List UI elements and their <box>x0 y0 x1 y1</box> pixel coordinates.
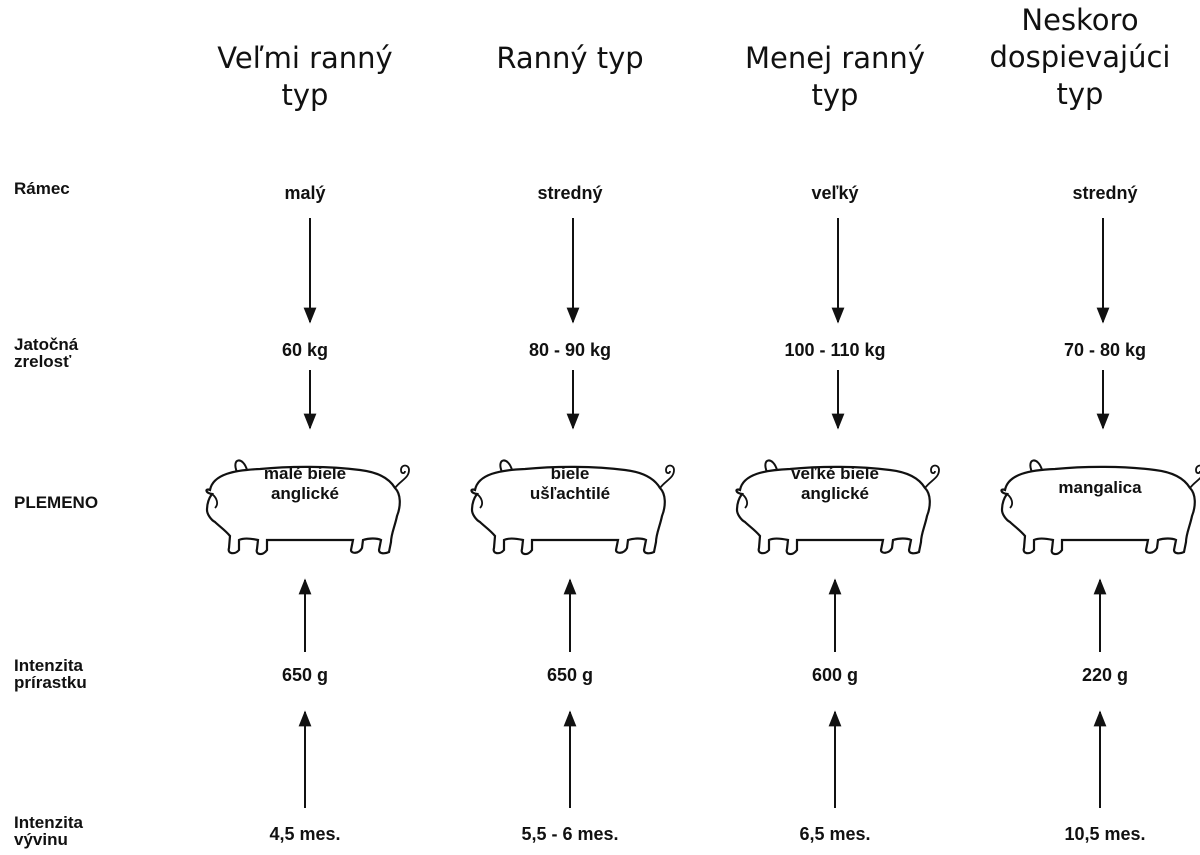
column-header-3: Menej ranný typ <box>715 40 955 114</box>
col1-ramec-value: malý <box>284 183 326 203</box>
col1-plemeno-line-2: anglické <box>270 484 340 503</box>
col1-jatocna-zrelost-value: 60 kg <box>281 340 329 360</box>
column-header-2-line-1: Ranný typ <box>496 41 644 75</box>
column-header-4-line-1: Neskoro <box>1021 3 1139 37</box>
row-label-jatocna-zrelost-line-2: zrelosť <box>14 352 72 371</box>
pig-outline-icon <box>1000 459 1200 556</box>
row-label-intenzita-prirastku-line-2: prírastku <box>14 673 87 692</box>
col3-plemeno-line-2: anglické <box>800 484 870 503</box>
col4-intenzita-prirastku-value: 220 g <box>1081 665 1129 685</box>
row-label-intenzita-vyvinu-line-1: Intenzita <box>14 813 83 832</box>
column-header-4: Neskoro dospievajúci typ <box>960 2 1200 113</box>
col2-plemeno-line-2: ušľachtilé <box>529 484 611 503</box>
row-label-jatocna-zrelost-line-1: Jatočná <box>14 335 79 354</box>
col2-intenzita-prirastku-value: 650 g <box>546 665 594 685</box>
col4-plemeno-line-1: mangalica <box>1058 478 1142 497</box>
col3-plemeno-line-1: veľké biele <box>791 464 879 483</box>
col3-intenzita-prirastku-value: 600 g <box>811 665 859 685</box>
col2-jatocna-zrelost-value: 80 - 90 kg <box>528 340 612 360</box>
column-header-4-line-2: dospievajúci <box>989 40 1171 74</box>
column-header-1-line-1: Veľmi ranný <box>217 41 393 75</box>
col3-plemeno-label: veľké biele anglické <box>760 464 910 504</box>
col1-plemeno-line-1: malé biele <box>263 464 347 483</box>
column-header-3-line-2: typ <box>811 78 859 112</box>
row-label-plemeno-line-1: PLEMENO <box>14 493 99 512</box>
col1-plemeno-label: malé biele anglické <box>230 464 380 504</box>
col2-ramec-value: stredný <box>537 183 603 203</box>
col2-intenzita-vyvinu-value: 5,5 - 6 mes. <box>521 824 619 844</box>
column-header-4-line-3: typ <box>1056 77 1104 111</box>
column-header-1-line-2: typ <box>281 78 329 112</box>
col3-jatocna-zrelost-value: 100 - 110 kg <box>784 340 886 360</box>
row-label-jatocna-zrelost: Jatočná zrelosť <box>14 336 78 370</box>
col3-intenzita-vyvinu-value: 6,5 mes. <box>799 824 871 844</box>
column-header-3-line-1: Menej ranný <box>745 41 925 75</box>
column-header-1: Veľmi ranný typ <box>185 40 425 114</box>
row-label-intenzita-vyvinu: Intenzita vývinu <box>14 814 83 848</box>
column-header-2: Ranný typ <box>455 40 685 77</box>
row-label-ramec-line-1: Rámec <box>14 179 70 198</box>
col2-plemeno-line-1: biele <box>550 464 590 483</box>
col4-plemeno-label: mangalica <box>1025 478 1175 498</box>
col4-ramec-value: stredný <box>1072 183 1138 203</box>
col2-plemeno-label: biele ušľachtilé <box>495 464 645 504</box>
row-label-plemeno: PLEMENO <box>14 494 98 511</box>
col4-jatocna-zrelost-value: 70 - 80 kg <box>1063 340 1147 360</box>
col1-intenzita-prirastku-value: 650 g <box>281 665 329 685</box>
row-label-ramec: Rámec <box>14 180 70 197</box>
col4-intenzita-vyvinu-value: 10,5 mes. <box>1064 824 1146 844</box>
col3-ramec-value: veľký <box>811 183 859 203</box>
row-label-intenzita-prirastku-line-1: Intenzita <box>14 656 83 675</box>
col1-intenzita-vyvinu-value: 4,5 mes. <box>269 824 341 844</box>
row-label-intenzita-vyvinu-line-2: vývinu <box>14 830 68 849</box>
row-label-intenzita-prirastku: Intenzita prírastku <box>14 657 87 691</box>
